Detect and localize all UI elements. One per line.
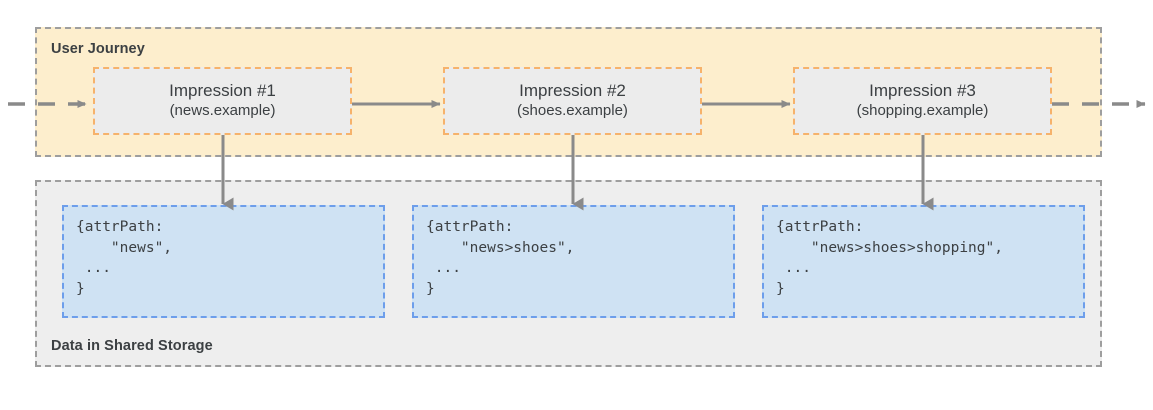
impression-site: (news.example) bbox=[169, 102, 276, 120]
impression-box-1: Impression #1 (news.example) bbox=[93, 67, 352, 135]
impression-box-3: Impression #3 (shopping.example) bbox=[793, 67, 1052, 135]
user-journey-label: User Journey bbox=[51, 41, 145, 57]
impression-site: (shoes.example) bbox=[517, 102, 628, 120]
impression-title: Impression #3 bbox=[869, 81, 976, 101]
storage-entry-2: {attrPath: "news>shoes", ... } bbox=[412, 205, 735, 318]
storage-entry-1: {attrPath: "news", ... } bbox=[62, 205, 385, 318]
impression-title: Impression #2 bbox=[519, 81, 626, 101]
impression-box-2: Impression #2 (shoes.example) bbox=[443, 67, 702, 135]
impression-site: (shopping.example) bbox=[856, 102, 989, 120]
impression-title: Impression #1 bbox=[169, 81, 276, 101]
storage-entry-3: {attrPath: "news>shoes>shopping", ... } bbox=[762, 205, 1085, 318]
shared-storage-label: Data in Shared Storage bbox=[51, 338, 213, 354]
